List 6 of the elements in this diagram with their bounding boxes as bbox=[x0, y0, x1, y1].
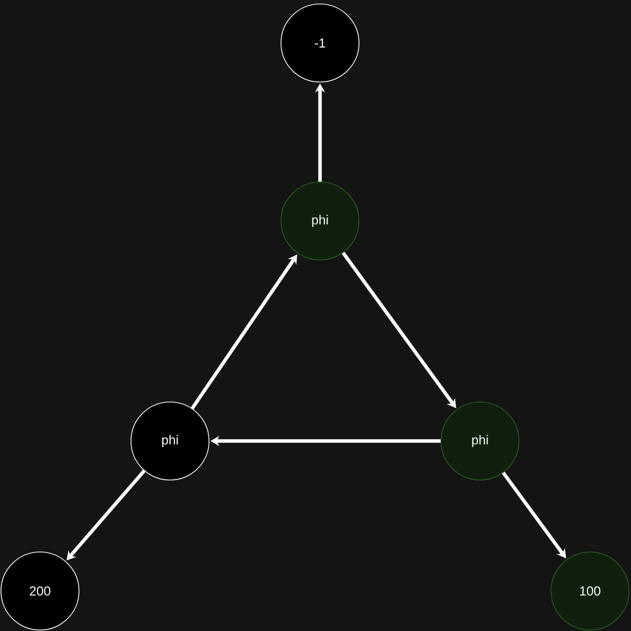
circle-node: -1 bbox=[280, 4, 360, 82]
circle-node: 200 bbox=[0, 552, 80, 630]
circle-node: 100 bbox=[550, 552, 630, 630]
circle-node: phi bbox=[130, 402, 210, 480]
circle-node: phi bbox=[280, 182, 360, 260]
circle-node: phi bbox=[440, 402, 520, 480]
